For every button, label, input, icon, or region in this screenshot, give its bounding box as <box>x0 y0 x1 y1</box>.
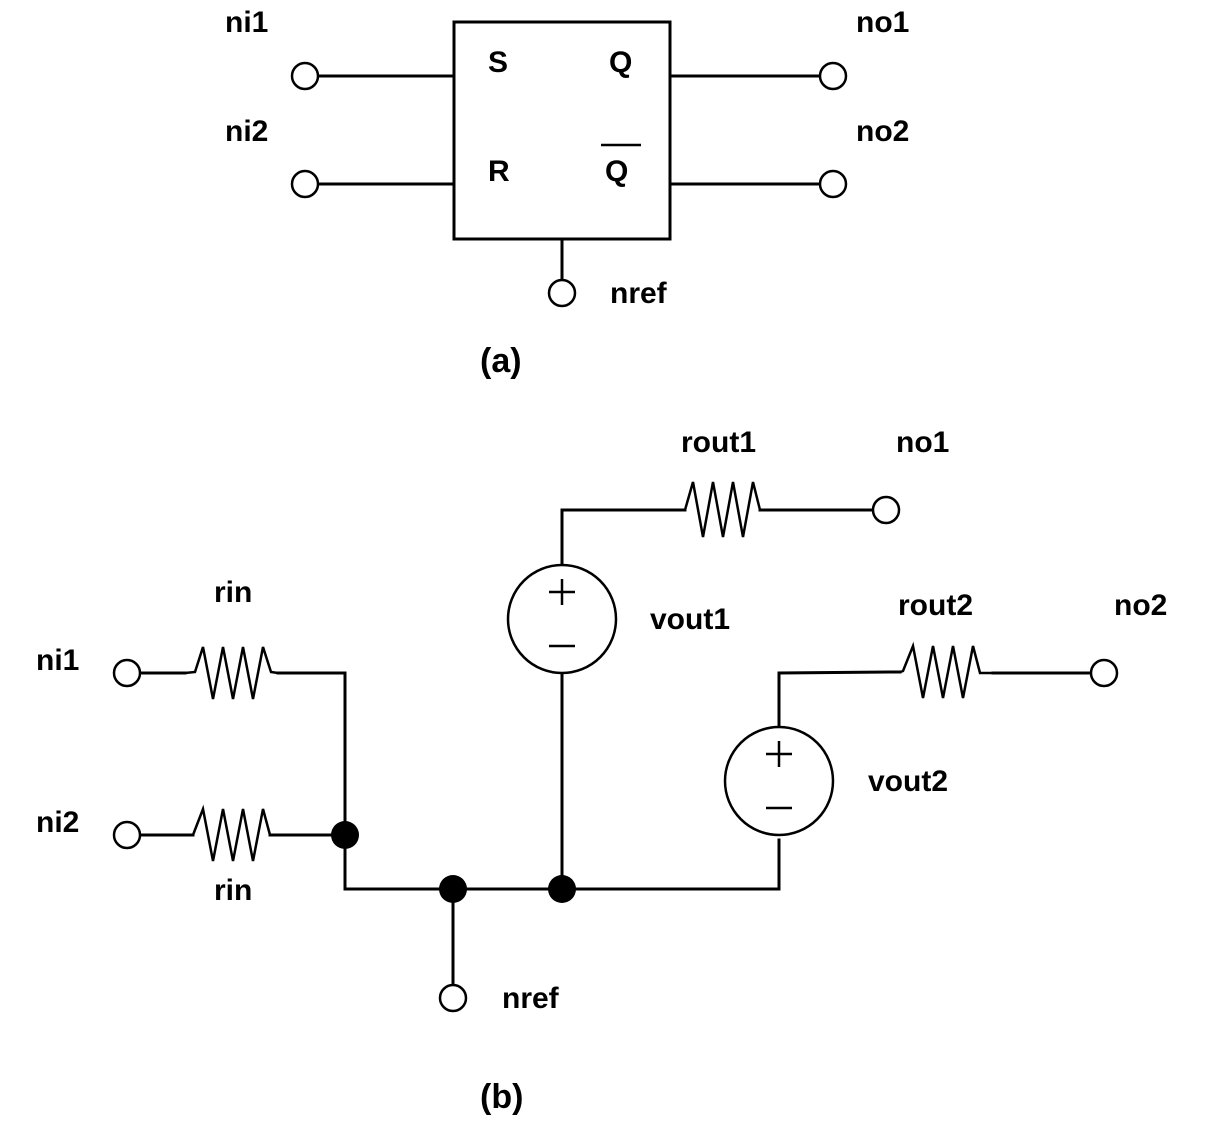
terminal-no1-a[interactable] <box>818 61 848 91</box>
label-no1-a: no1 <box>856 6 909 39</box>
label-rout1: rout1 <box>681 426 756 459</box>
resistor-rin-bottom <box>191 804 272 862</box>
terminal-nref-a[interactable] <box>547 278 577 308</box>
wire-rin-top-to-node <box>276 671 347 837</box>
label-ni1-a: ni1 <box>225 6 268 39</box>
junction-dot-vout1 <box>548 875 576 903</box>
label-rin-top: rin <box>214 576 252 609</box>
label-rin-bottom: rin <box>214 874 252 907</box>
voltage-source-vout1 <box>506 563 618 675</box>
label-vout1: vout1 <box>650 603 730 636</box>
pin-q-label: Q <box>609 46 632 79</box>
label-no1-b: no1 <box>896 426 949 459</box>
label-no2-b: no2 <box>1114 589 1167 622</box>
label-ni2-b: ni2 <box>36 806 79 839</box>
terminal-no2-a[interactable] <box>818 169 848 199</box>
junction-dot-nref <box>439 875 467 903</box>
wire-vout2-pos <box>777 670 902 729</box>
terminal-ni2-b[interactable] <box>112 820 142 850</box>
caption-a: (a) <box>480 342 522 380</box>
wire-vout1-pos <box>560 508 687 568</box>
label-nref-a: nref <box>610 277 668 310</box>
figure-a: S R Q Q ni1 ni2 no1 no2 nref (a) <box>225 6 909 380</box>
label-ni1-b: ni1 <box>36 644 79 677</box>
junction-dot-input <box>331 821 359 849</box>
voltage-source-vout2 <box>723 725 835 837</box>
pin-r-label: R <box>488 155 510 188</box>
terminal-nref-b[interactable] <box>438 983 468 1013</box>
terminal-no1-b[interactable] <box>871 495 901 525</box>
terminal-ni1-b[interactable] <box>112 658 142 688</box>
pin-qbar-label: Q <box>605 155 628 188</box>
resistor-rin-top <box>184 646 279 700</box>
pin-s-label: S <box>488 46 508 79</box>
figure-b: ni1 ni2 no1 no2 nref rin rin rout1 rout2… <box>36 426 1167 1116</box>
terminal-ni2-a[interactable] <box>290 169 320 199</box>
label-no2-a: no2 <box>856 115 909 148</box>
terminal-no2-b[interactable] <box>1089 658 1119 688</box>
resistor-rout1 <box>683 481 762 538</box>
label-rout2: rout2 <box>898 589 973 622</box>
sr-latch-block <box>452 20 672 241</box>
label-vout2: vout2 <box>868 765 948 798</box>
label-ni2-a: ni2 <box>225 115 268 148</box>
resistor-rout2 <box>899 641 993 699</box>
terminal-ni1-a[interactable] <box>290 61 320 91</box>
caption-b: (b) <box>480 1078 523 1116</box>
label-nref-b: nref <box>502 982 560 1015</box>
